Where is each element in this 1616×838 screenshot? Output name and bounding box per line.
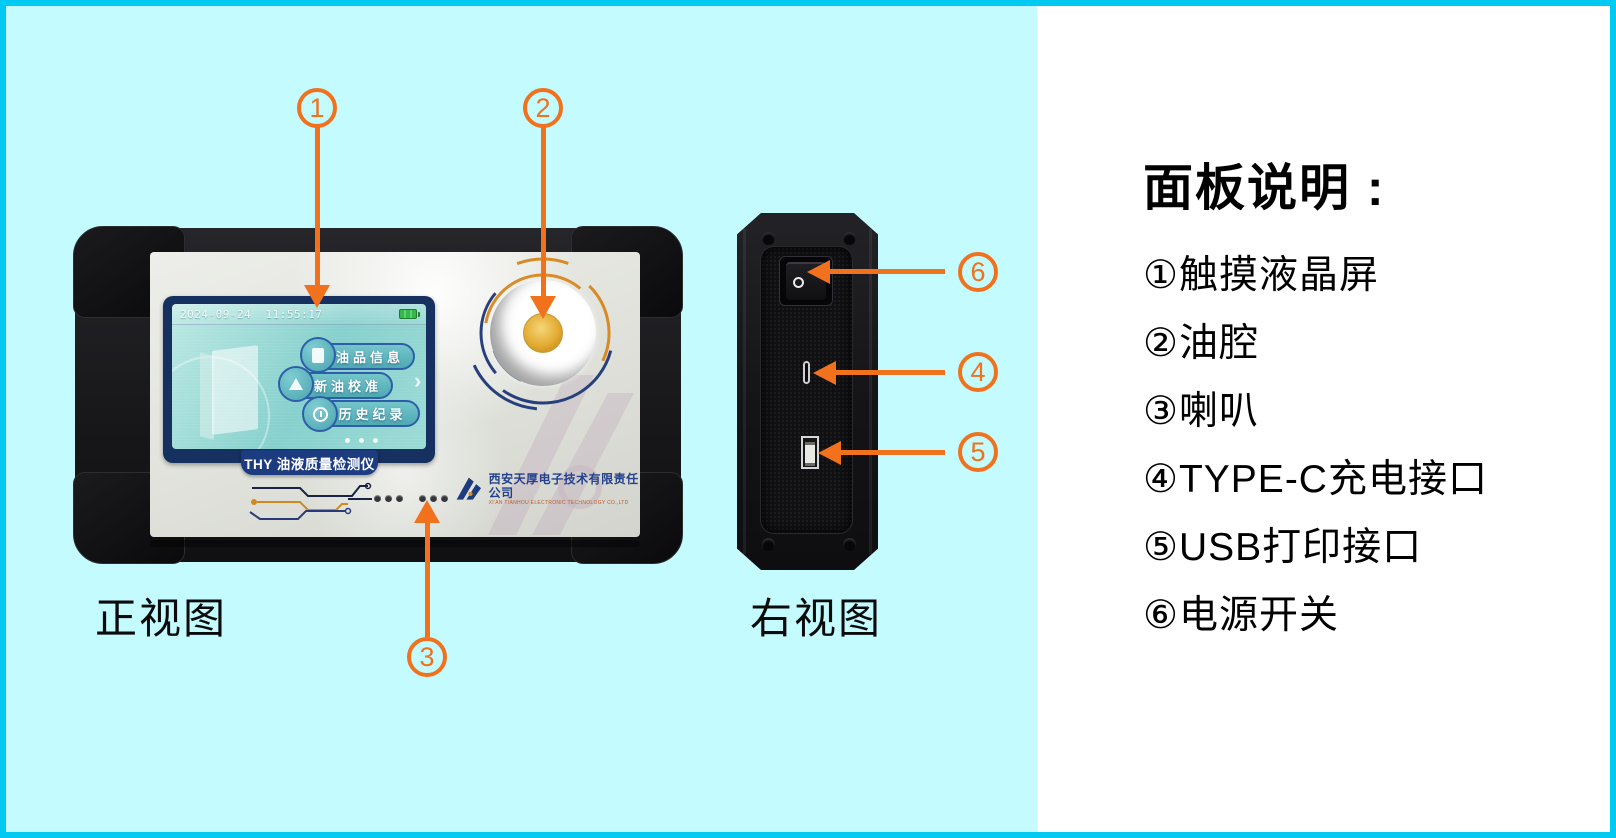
- circuit-trace-decoration: [249, 482, 372, 520]
- power-off-symbol: [793, 276, 804, 288]
- legend-item-usb: ⑤USB打印接口: [1143, 526, 1423, 569]
- callout-1-marker: 1: [297, 88, 337, 128]
- usb-print-port[interactable]: [801, 436, 819, 469]
- screw-hole: [843, 232, 856, 245]
- callout-3-arrowhead: [414, 500, 440, 523]
- front-faceplate: 2024-09-24 11:55:17 油品信息 新油校准: [150, 252, 640, 537]
- callout-6-line: [829, 269, 945, 274]
- side-view-caption: 右视图: [750, 595, 883, 642]
- callout-2-marker: 2: [523, 88, 563, 128]
- callout-2-arrowhead: [530, 296, 556, 319]
- screw-hole: [762, 232, 775, 245]
- callout-3-marker: 3: [407, 637, 447, 677]
- side-recess-panel: [760, 246, 853, 534]
- device-title-banner: THY 油液质量检测仪: [241, 450, 378, 475]
- lcd-content: 2024-09-24 11:55:17 油品信息 新油校准: [172, 304, 426, 449]
- touch-lcd-screen[interactable]: 2024-09-24 11:55:17 油品信息 新油校准: [163, 296, 435, 463]
- oil-info-icon[interactable]: [300, 337, 336, 373]
- screen-statusbar: 2024-09-24 11:55:17: [172, 304, 426, 325]
- callout-4-arrowhead: [813, 361, 836, 385]
- callout-3-line: [425, 522, 430, 637]
- callout-1-line: [315, 127, 320, 287]
- callout-4-line: [835, 370, 945, 375]
- brand-swoosh-icon: [456, 477, 482, 500]
- legend-item-typec: ④TYPE-C充电接口: [1143, 458, 1488, 501]
- callout-6-marker: 6: [958, 252, 998, 292]
- legend-item-oil: ②油腔: [1143, 322, 1259, 365]
- front-view-caption: 正视图: [95, 595, 228, 642]
- calibration-icon[interactable]: [278, 366, 314, 402]
- bottom-groove: [150, 540, 640, 547]
- legend-item-power: ⑥电源开关: [1143, 594, 1339, 637]
- brand-logo-block: 西安天厚电子技术有限责任公司 XI'AN TIANHOU ELECTRONIC …: [455, 472, 640, 506]
- side-device-body: [737, 213, 878, 570]
- page-indicator-dots: [345, 438, 378, 443]
- carousel-next-icon[interactable]: ›: [414, 368, 422, 393]
- company-name: 西安天厚电子技术有限责任公司: [488, 472, 639, 500]
- screw-hole: [762, 538, 775, 551]
- legend-title: 面板说明 :: [1143, 160, 1386, 216]
- callout-1-arrowhead: [304, 285, 330, 308]
- callout-2-line: [541, 127, 546, 297]
- battery-icon: [399, 309, 420, 319]
- screen-datetime: 2024-09-24 11:55:17: [180, 307, 323, 321]
- company-name-en: XI'AN TIANHOU ELECTRONIC TECHNOLOGY CO.,…: [488, 500, 629, 506]
- speaker-holes: [419, 495, 448, 502]
- indicator-holes: [374, 495, 403, 502]
- callout-4-marker: 4: [958, 352, 998, 392]
- oil-chamber-cavity: [523, 313, 563, 353]
- front-device-body: 2024-09-24 11:55:17 油品信息 新油校准: [73, 226, 683, 564]
- callout-5-arrowhead: [818, 441, 841, 465]
- panel-legend: 面板说明 : ①触摸液晶屏 ②油腔 ③喇叭 ④TYPE-C充电接口 ⑤USB打印…: [1143, 160, 1603, 650]
- legend-item-speaker: ③喇叭: [1143, 390, 1259, 433]
- legend-item-lcd: ①触摸液晶屏: [1143, 254, 1379, 297]
- diagram-panel: 2024-09-24 11:55:17 油品信息 新油校准: [0, 0, 1037, 838]
- watermark-logo: [488, 375, 634, 535]
- callout-5-marker: 5: [958, 432, 998, 472]
- callout-5-line: [840, 450, 945, 455]
- callout-6-arrowhead: [807, 260, 830, 284]
- screw-hole: [843, 538, 856, 551]
- typec-charging-port[interactable]: [803, 361, 810, 384]
- history-clock-icon[interactable]: [302, 396, 338, 432]
